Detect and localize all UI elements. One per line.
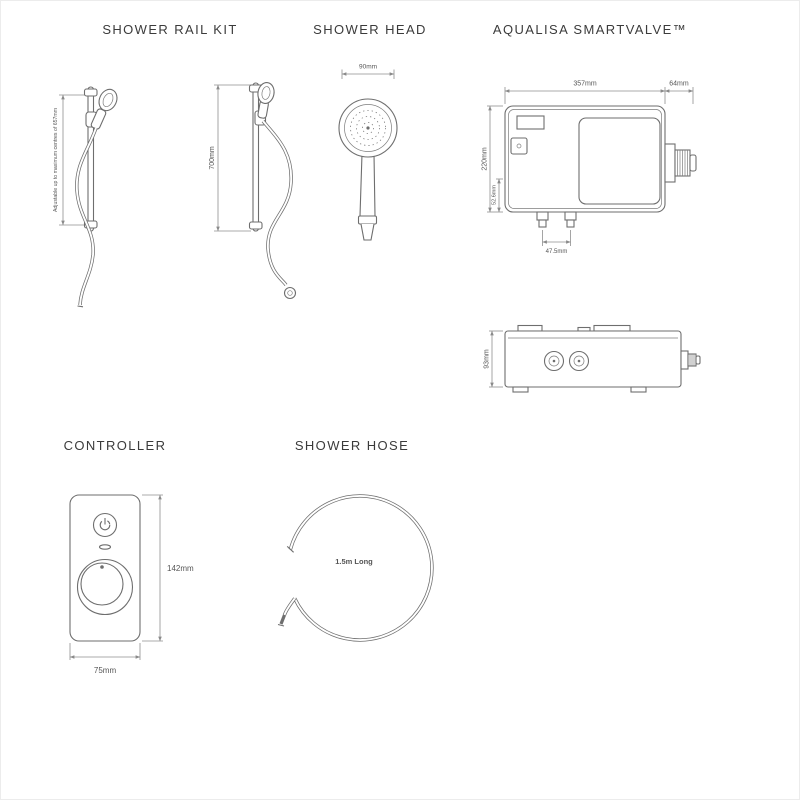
valve-side-height-dimension: 93mm xyxy=(484,330,503,388)
pipe-centres-dimension: 47.5mm xyxy=(542,230,571,255)
shower-hose-drawing: 1.5m Long xyxy=(277,494,434,642)
controller-width-label: 75mm xyxy=(94,666,117,675)
handset-drawing xyxy=(338,98,398,241)
valve-lower-height-label: 52.6mm xyxy=(492,185,498,205)
rail-kit-drawing-left: Adjustable up to maximum centres of 657m… xyxy=(53,86,118,308)
rail-adjustable-dimension: Adjustable up to maximum centres of 657m… xyxy=(53,94,86,226)
controller-body xyxy=(69,494,141,642)
valve-body xyxy=(504,105,666,213)
valve-lower-height-dimension: 52.6mm xyxy=(492,178,503,213)
section-title-shower-hose: SHOWER HOSE xyxy=(294,438,410,453)
hose-coil xyxy=(277,494,434,642)
head-width-label: 90mm xyxy=(359,64,377,71)
rail-with-handset-drawing xyxy=(75,86,118,308)
rail-height-label: 700mm xyxy=(209,146,216,170)
section-title-controller: CONTROLLER xyxy=(63,438,167,453)
rail-adjustable-label: Adjustable up to maximum centres of 657m… xyxy=(53,108,59,212)
hose-length-label: 1.5m Long xyxy=(335,557,373,566)
controller-height-label: 142mm xyxy=(167,564,194,573)
controller-height-dimension: 142mm xyxy=(142,494,194,642)
valve-knob-depth-label: 64mm xyxy=(669,81,689,88)
smartvalve-side-drawing: 93mm xyxy=(484,324,701,393)
controller-drawing: 142mm 75mm xyxy=(69,494,194,675)
dial xyxy=(76,558,134,616)
valve-width-dimension: 357mm 64mm xyxy=(504,81,694,104)
power-icon xyxy=(99,518,111,531)
section-title-smartvalve: AQUALISA SMARTVALVE™ xyxy=(492,22,688,37)
section-title-shower-rail-kit: SHOWER RAIL KIT xyxy=(102,22,238,37)
valve-control-knob xyxy=(664,143,697,183)
head-width-dimension: 90mm xyxy=(341,64,395,79)
rail-height-dimension: 700mm xyxy=(209,84,251,232)
rail-with-hose-drawing xyxy=(248,82,297,300)
controller-width-dimension: 75mm xyxy=(69,643,141,675)
pipe-centres-label: 47.5mm xyxy=(546,249,568,255)
rail-kit-drawing-right: 700mm xyxy=(209,82,297,300)
smartvalve-front-drawing: 357mm 64mm 220mm 52.6mm xyxy=(482,81,697,255)
valve-side-height-label: 93mm xyxy=(484,349,491,369)
valve-width-label: 357mm xyxy=(573,81,597,88)
section-title-shower-head: SHOWER HEAD xyxy=(313,22,427,37)
shower-head-drawing: 90mm xyxy=(338,64,398,241)
valve-side-body xyxy=(504,324,701,393)
valve-inlet-pipes xyxy=(536,211,577,228)
valve-height-label: 220mm xyxy=(482,147,489,171)
